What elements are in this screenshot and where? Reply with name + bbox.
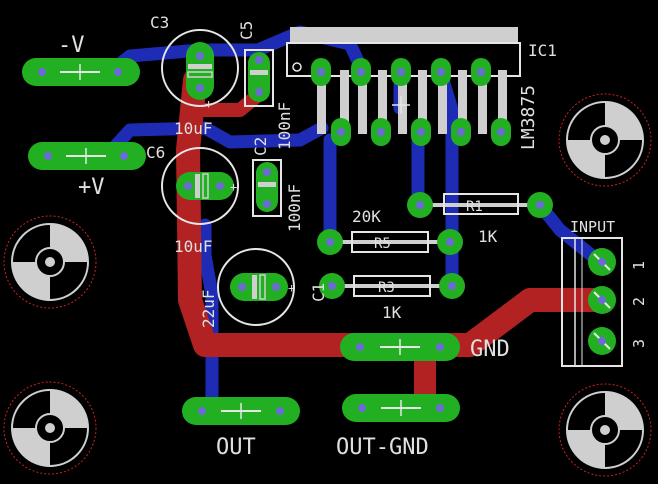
resistor-r5 (317, 229, 463, 255)
out-gnd-connector (342, 394, 460, 422)
svg-text:+: + (230, 180, 237, 194)
label-c6: C6 (146, 143, 165, 162)
label-c2-value: 100nF (285, 184, 304, 232)
capacitor-c1: + (217, 248, 295, 326)
gnd-connector (340, 333, 460, 361)
silkscreen-labels: -V +V C3 C5 C6 C2 C1 IC1 LM3875 10uF 100… (58, 13, 648, 460)
neg-v-connector (22, 58, 140, 86)
label-pin3: 3 (630, 339, 648, 348)
label-c2: C2 (251, 137, 270, 156)
label-r5-name: R5 (374, 236, 391, 252)
capacitor-c3: + (161, 29, 239, 111)
label-pos-v: +V (78, 175, 105, 200)
capacitor-c6: + (161, 147, 239, 225)
pos-v-connector (28, 142, 146, 170)
resistor-r1 (407, 192, 553, 218)
resistor-r3 (319, 273, 465, 299)
label-r1-name: R1 (466, 199, 483, 215)
label-ic1: IC1 (528, 41, 557, 60)
out-connector (182, 397, 300, 425)
label-r5-value: 20K (352, 207, 381, 226)
ic1-heatsink-tab (290, 27, 518, 43)
label-c1: C1 (309, 283, 328, 302)
mount-hole-bottom-left (3, 381, 97, 475)
trace-c5-gnd (193, 88, 265, 117)
ic1-origin-cross (392, 96, 410, 114)
input-terminal-block (561, 237, 623, 367)
trace-pos-v (103, 121, 329, 159)
capacitor-c5 (244, 49, 274, 107)
label-ic-part: LM3875 (518, 85, 539, 150)
label-pin2: 2 (630, 297, 648, 306)
label-pin1: 1 (630, 261, 648, 270)
mounting-holes (3, 93, 652, 477)
mount-hole-bottom-right (558, 383, 652, 477)
ic1-component (286, 27, 521, 146)
label-out: OUT (216, 435, 256, 460)
label-neg-v: -V (58, 33, 85, 58)
label-c5: C5 (237, 21, 256, 40)
label-out-gnd: OUT-GND (336, 435, 429, 460)
label-r3-value: 1K (382, 303, 402, 322)
label-c6-value: 10uF (174, 237, 213, 256)
label-c5-value: 100nF (275, 102, 294, 150)
svg-text:+: + (205, 97, 212, 111)
ic1-holes (317, 68, 505, 136)
ic1-legs (317, 70, 507, 134)
ic1-pin1-marker (292, 62, 302, 72)
label-r1-value: 1K (478, 227, 498, 246)
label-input: INPUT (570, 218, 615, 236)
mount-hole-top-right (558, 93, 652, 187)
label-r3-name: R3 (378, 280, 395, 296)
capacitor-c2 (252, 159, 282, 217)
mount-hole-left-upper (3, 215, 97, 309)
label-c3: C3 (150, 13, 169, 32)
label-c3-value: 10uF (174, 119, 213, 138)
label-c1-value: 22uF (199, 289, 218, 328)
svg-text:+: + (288, 281, 295, 295)
label-gnd: GND (470, 337, 510, 362)
